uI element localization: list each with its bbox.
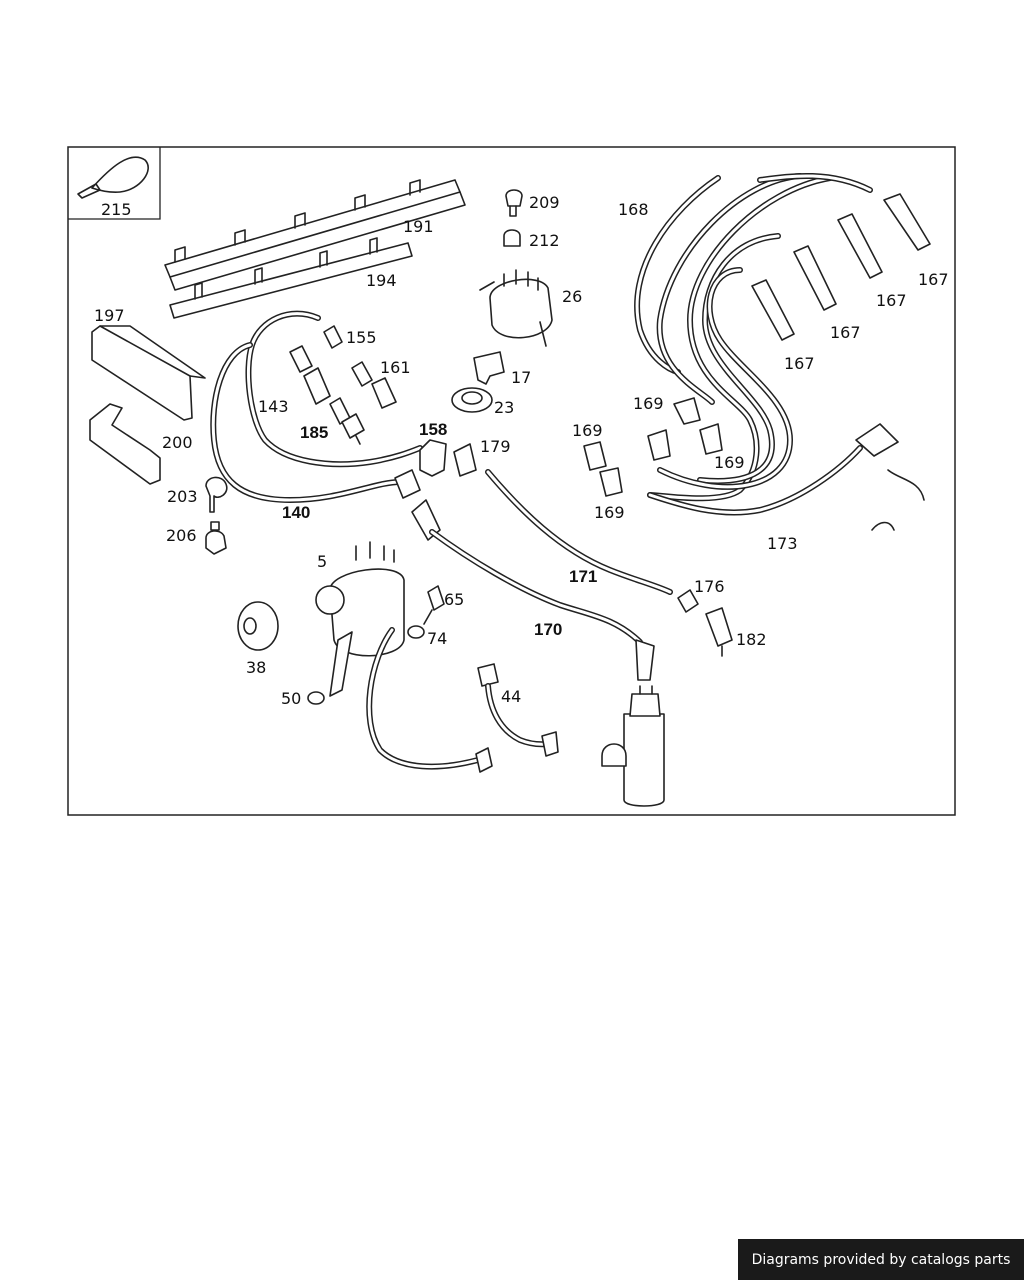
callout-176: 176 [694, 577, 725, 596]
callout-194: 194 [366, 271, 397, 290]
callout-17: 17 [511, 368, 531, 387]
callout-182: 182 [736, 630, 767, 649]
callout-212: 212 [529, 231, 560, 250]
wire-rail-194 [169, 237, 413, 319]
callout-26: 26 [562, 287, 582, 306]
callout-161: 161 [380, 358, 411, 377]
vacuum-unit-38 [237, 601, 279, 651]
lead-boots-169 [583, 397, 723, 497]
callout-206: 206 [166, 526, 197, 545]
callout-143: 143 [258, 397, 289, 416]
seal-50 [307, 691, 325, 705]
dust-shield-23 [451, 387, 493, 413]
bracket-part-200 [89, 403, 161, 485]
callout-5: 5 [317, 552, 327, 571]
clamp-209 [505, 189, 523, 217]
callout-168: 168 [618, 200, 649, 219]
plug-boot-143 [289, 345, 331, 405]
callout-215: 215 [101, 200, 132, 219]
clamp-212 [503, 229, 521, 247]
callout-170: 170 [534, 620, 562, 639]
distributor-cap-26 [479, 269, 553, 347]
cable-tie-part [77, 156, 149, 199]
callout-197: 197 [94, 306, 125, 325]
cover-part-197 [91, 325, 206, 421]
plug-connector-155 [323, 325, 343, 349]
callout-44: 44 [501, 687, 521, 706]
callout-140: 140 [282, 503, 310, 522]
ignition-coil [601, 685, 665, 807]
cable-143 [245, 310, 423, 468]
callout-50: 50 [281, 689, 301, 708]
credit-footer: Diagrams provided by catalogs parts [738, 1239, 1024, 1280]
callout-158: 158 [419, 420, 447, 439]
connector-182 [705, 607, 733, 657]
clip-part-203 [205, 476, 228, 513]
credit-text: Diagrams provided by catalogs parts [751, 1251, 1011, 1268]
distributor-5 [315, 541, 493, 773]
callout-155: 155 [346, 328, 377, 347]
callout-167-b: 167 [876, 291, 907, 310]
callout-167-d: 167 [784, 354, 815, 373]
callout-169-c: 169 [714, 453, 745, 472]
wire-rail-191 [164, 179, 466, 291]
cable-171 [485, 469, 673, 595]
plug-connector-161 [351, 361, 397, 409]
inset-box [68, 147, 161, 220]
callout-179: 179 [480, 437, 511, 456]
callout-169-d: 169 [594, 503, 625, 522]
lead-boots-167 [751, 193, 931, 341]
callout-23: 23 [494, 398, 514, 417]
connector-176 [677, 589, 699, 613]
rotor-17 [473, 351, 505, 385]
callout-74: 74 [427, 629, 447, 648]
callout-209: 209 [529, 193, 560, 212]
callout-200: 200 [162, 433, 193, 452]
callout-169-b: 169 [572, 421, 603, 440]
callout-173: 173 [767, 534, 798, 553]
callout-169-a: 169 [633, 394, 664, 413]
diagram-frame [67, 146, 956, 816]
spark-plug-185 [329, 397, 365, 445]
callout-185: 185 [300, 423, 328, 442]
clip-part-206 [205, 521, 227, 555]
coil-lead-173 [647, 423, 925, 531]
sensor-lead-44 [477, 663, 559, 757]
callout-65: 65 [444, 590, 464, 609]
connector-179 [453, 443, 477, 477]
ignition-lead-bundle-168 [634, 172, 873, 502]
cable-140 [210, 342, 421, 504]
connector-158 [419, 439, 447, 477]
callout-203: 203 [167, 487, 198, 506]
bolt-65 [423, 585, 445, 625]
callout-167-c: 167 [830, 323, 861, 342]
callout-38: 38 [246, 658, 266, 677]
washer-74 [407, 625, 425, 639]
callout-171: 171 [569, 567, 597, 586]
callout-167-a: 167 [918, 270, 949, 289]
cable-170 [411, 499, 655, 681]
callout-191: 191 [403, 217, 434, 236]
